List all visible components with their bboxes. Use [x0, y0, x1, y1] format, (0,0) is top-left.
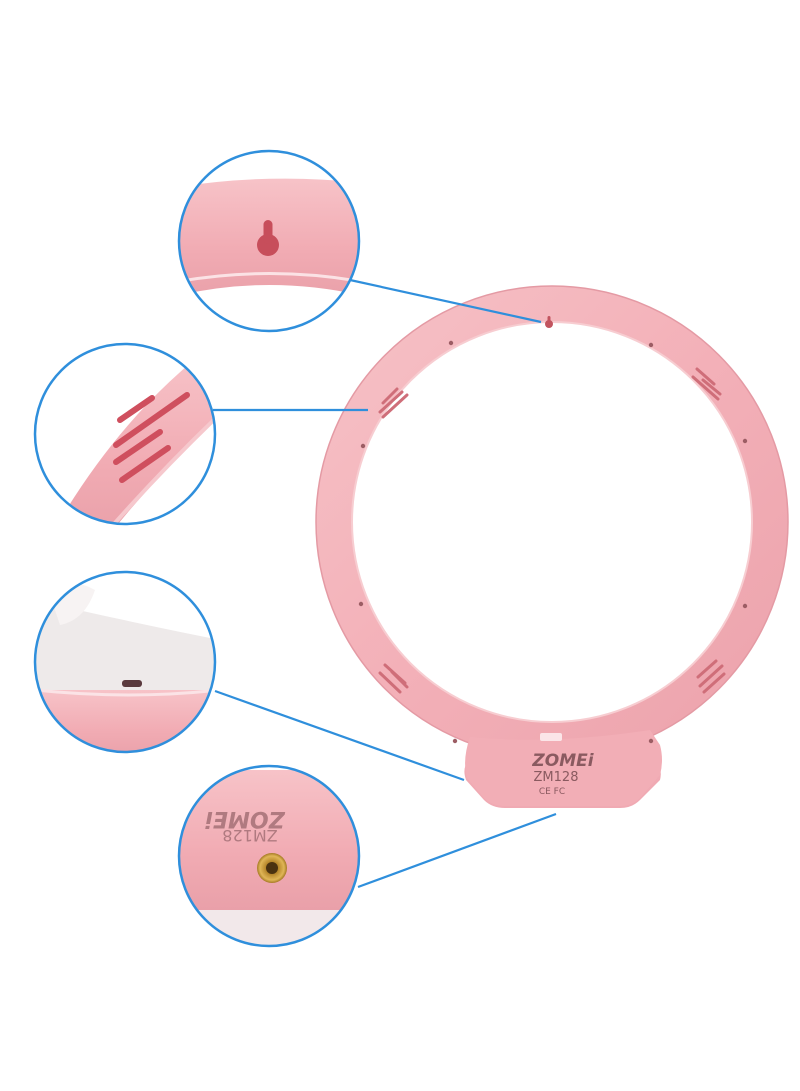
mirrored-model-label: ZM128: [222, 826, 277, 845]
tripod-mount-detail: ZOMEi ZM128: [177, 764, 361, 948]
usb-port-icon: [122, 680, 142, 687]
screw-holes: [358, 340, 748, 744]
tripod-seat: [540, 733, 562, 741]
mirrored-brand-logo: ZOMEi: [205, 806, 286, 831]
usb-port-detail: [33, 570, 217, 754]
vent-slots-icon: [113, 392, 190, 483]
callout-line-mount: [357, 812, 557, 889]
hanging-hole: [545, 316, 553, 328]
brand-logo: ZOMEi: [531, 751, 594, 771]
keyhole-icon: [257, 220, 279, 256]
vent-slots: [378, 367, 726, 694]
callout-lines: [213, 278, 557, 889]
tripod-thread-icon: [257, 853, 287, 883]
certification-marks: CE FC: [539, 787, 565, 797]
base-panel: [465, 730, 662, 806]
model-label: ZM128: [534, 770, 579, 785]
vent-slots-detail: [33, 342, 217, 526]
hanging-hole-detail: [177, 149, 361, 333]
callout-line-hole: [349, 278, 542, 324]
ring-body: [316, 286, 788, 758]
ring-light: ZOMEi ZM128 CE FC: [315, 285, 789, 808]
callout-line-port: [214, 689, 465, 782]
